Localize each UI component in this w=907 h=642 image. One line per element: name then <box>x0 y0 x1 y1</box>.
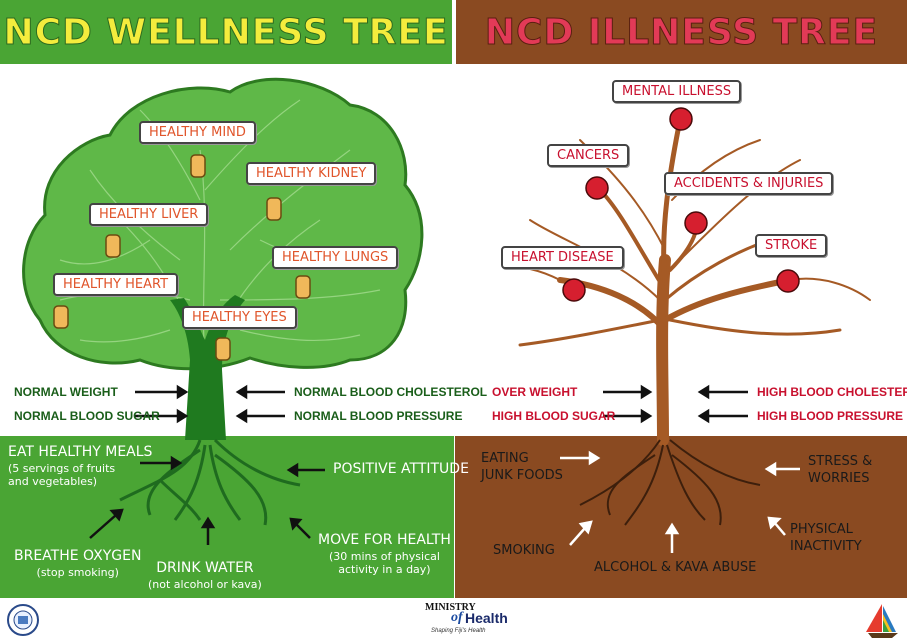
label-mental-illness: MENTAL ILLNESS <box>612 80 742 103</box>
label-heart-disease: HEART DISEASE <box>501 246 624 269</box>
fiji-sail-logo <box>866 604 898 638</box>
illness-root-arrows <box>560 450 800 553</box>
label-healthy-mind: HEALTHY MIND <box>139 121 256 144</box>
breathe-oxygen: BREATHE OXYGEN (stop smoking) <box>14 548 142 579</box>
label-accidents-injuries: ACCIDENTS & INJURIES <box>664 172 834 195</box>
ministry-of-health-logo: MINISTRY of Health Shaping Fiji's Health <box>425 602 508 634</box>
normal-blood-sugar: NORMAL BLOOD SUGAR <box>14 409 160 423</box>
label-healthy-eyes: HEALTHY EYES <box>182 306 297 329</box>
over-weight: OVER WEIGHT <box>492 385 578 399</box>
drink-water: DRINK WATER (not alcohol or kava) <box>148 560 262 591</box>
wellness-tree-title: NCD WELLNESS TREE <box>0 0 452 64</box>
wellness-fruits <box>53 154 311 361</box>
alcohol-kava-abuse: ALCOHOL & KAVA ABUSE <box>594 560 757 575</box>
high-blood-sugar: HIGH BLOOD SUGAR <box>492 409 616 423</box>
label-stroke: STROKE <box>755 234 828 257</box>
illness-trunk-arrows <box>603 384 748 424</box>
eat-healthy-meals: EAT HEALTHY MEALS (5 servings of fruits … <box>8 444 153 489</box>
eating-junk-foods: EATING JUNK FOODS <box>481 451 563 483</box>
normal-blood-pressure: NORMAL BLOOD PRESSURE <box>294 409 463 423</box>
label-healthy-lungs: HEALTHY LUNGS <box>272 246 399 269</box>
normal-weight: NORMAL WEIGHT <box>14 385 118 399</box>
wellness-trunk <box>170 295 245 440</box>
normal-blood-cholesterol: NORMAL BLOOD CHOLESTEROL <box>294 385 488 399</box>
label-healthy-kidney: HEALTHY KIDNEY <box>246 162 377 185</box>
illness-branches <box>504 117 871 446</box>
footer: MINISTRY of Health Shaping Fiji's Health <box>0 598 907 642</box>
high-blood-cholesterol: HIGH BLOOD CHOLESTEROL <box>757 385 907 399</box>
label-healthy-liver: HEALTHY LIVER <box>89 203 209 226</box>
move-for-health: MOVE FOR HEALTH (30 mins of physical act… <box>318 532 451 577</box>
ncd-control-seal-logo <box>7 604 39 636</box>
high-blood-pressure: HIGH BLOOD PRESSURE <box>757 409 904 423</box>
stress-worries: STRESS & WORRIES <box>808 454 873 486</box>
physical-inactivity: PHYSICAL INACTIVITY <box>790 522 862 554</box>
positive-attitude: POSITIVE ATTITUDE <box>333 461 469 477</box>
illness-fruits <box>562 107 800 302</box>
smoking: SMOKING <box>493 543 555 558</box>
label-healthy-heart: HEALTHY HEART <box>53 273 179 296</box>
label-cancers: CANCERS <box>547 144 630 167</box>
wellness-roots <box>119 438 301 526</box>
illness-tree-title: NCD ILLNESS TREE <box>456 0 907 64</box>
wellness-arrows <box>89 384 325 545</box>
illness-roots <box>579 439 761 526</box>
